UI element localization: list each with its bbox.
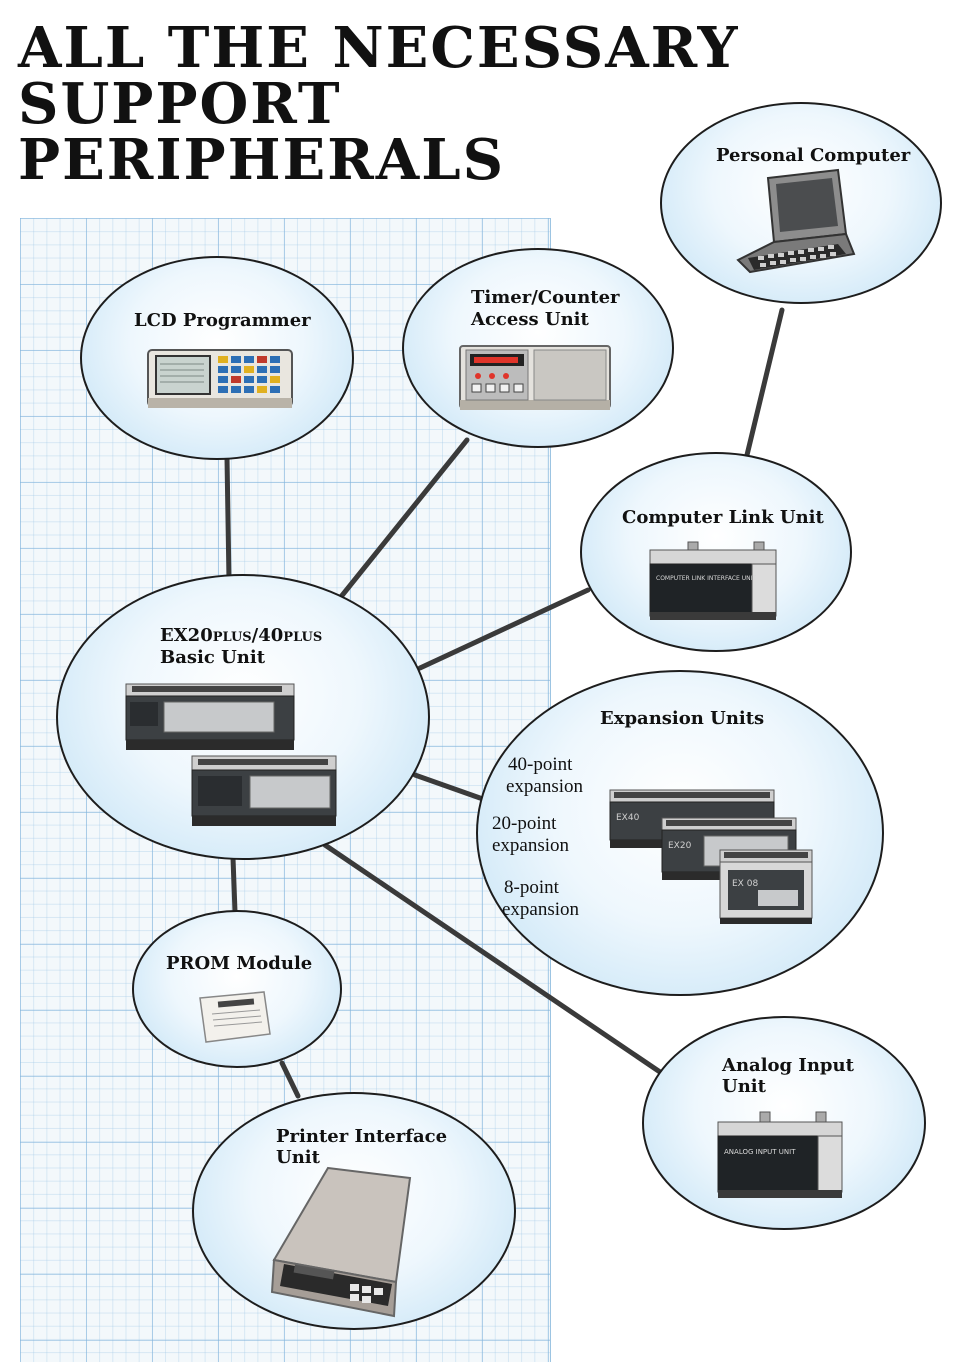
expansion-8-device-icon: EX 08 xyxy=(719,849,813,924)
expansion-40-label-a: 40-point xyxy=(508,754,573,775)
timer-counter-label-line2: Access Unit xyxy=(471,309,589,330)
link-expansion-basic xyxy=(412,772,483,801)
basic-unit-20-device-icon xyxy=(191,755,337,826)
personal-computer-label: Personal Computer xyxy=(716,145,911,166)
timer-counter-label-line1: Timer/Counter xyxy=(471,287,620,308)
node-prom-module xyxy=(132,910,342,1068)
link-basic-analog xyxy=(322,842,663,1075)
basic-unit-ex20: EX20 xyxy=(160,625,213,646)
expansion-20-label-b: expansion xyxy=(492,835,570,856)
link-pc-computerlink xyxy=(744,307,785,458)
expansion-8-label-b: expansion xyxy=(502,899,580,920)
basic-unit-label-line2: Basic Unit xyxy=(160,647,266,668)
basic-unit-label-line1: EX20PLUS/40PLUS xyxy=(160,625,322,649)
title-line-3: PERIPHERALS xyxy=(18,127,506,193)
expansion-40-label-b: expansion xyxy=(506,776,584,797)
expansion-8-badge: EX 08 xyxy=(732,879,758,889)
analog-input-device-icon: ANALOG INPUT UNIT xyxy=(717,1111,843,1198)
link-computerlink-basic xyxy=(417,587,591,671)
computer-link-panel-text: COMPUTER LINK INTERFACE UNIT xyxy=(656,575,756,582)
expansion-40-badge: EX40 xyxy=(616,813,640,823)
expansion-8-label-a: 8-point xyxy=(504,877,559,898)
prom-module-label: PROM Module xyxy=(166,953,313,974)
expansion-units-label: Expansion Units xyxy=(600,708,765,729)
title-line-1: ALL THE NECESSARY xyxy=(18,15,740,81)
computer-link-unit-label: Computer Link Unit xyxy=(622,507,824,528)
title-line-2: SUPPORT xyxy=(18,71,342,137)
lcd-programmer-device-icon xyxy=(147,349,293,408)
basic-unit-plus-1: PLUS xyxy=(212,630,252,645)
analog-input-label-line2: Unit xyxy=(722,1076,766,1097)
analog-input-label-line1: Analog Input xyxy=(722,1055,854,1076)
basic-unit-plus-2: PLUS xyxy=(283,630,323,645)
link-prom-printer xyxy=(279,1060,301,1099)
link-lcd-basic xyxy=(224,455,232,583)
basic-unit-40-device-icon xyxy=(125,683,295,750)
laptop-icon xyxy=(736,168,856,274)
printer-interface-label-line1: Printer Interface xyxy=(276,1126,448,1147)
analog-input-panel-text: ANALOG INPUT UNIT xyxy=(724,1148,796,1156)
link-basic-prom xyxy=(230,855,238,915)
expansion-20-label-a: 20-point xyxy=(492,813,557,834)
page-title: ALL THE NECESSARY SUPPORT PERIPHERALS xyxy=(18,20,739,188)
computer-link-device-icon: COMPUTER LINK INTERFACE UNIT xyxy=(649,541,777,620)
timer-counter-device-icon xyxy=(459,345,611,410)
lcd-programmer-label: LCD Programmer xyxy=(134,310,311,331)
link-timer-basic xyxy=(337,437,470,601)
prom-module-device-icon xyxy=(199,991,271,1043)
basic-unit-sep: /40 xyxy=(251,625,284,646)
printer-interface-label-line2: Unit xyxy=(276,1147,320,1168)
printer-interface-device-icon xyxy=(270,1166,412,1318)
expansion-20-badge: EX20 xyxy=(668,841,692,851)
